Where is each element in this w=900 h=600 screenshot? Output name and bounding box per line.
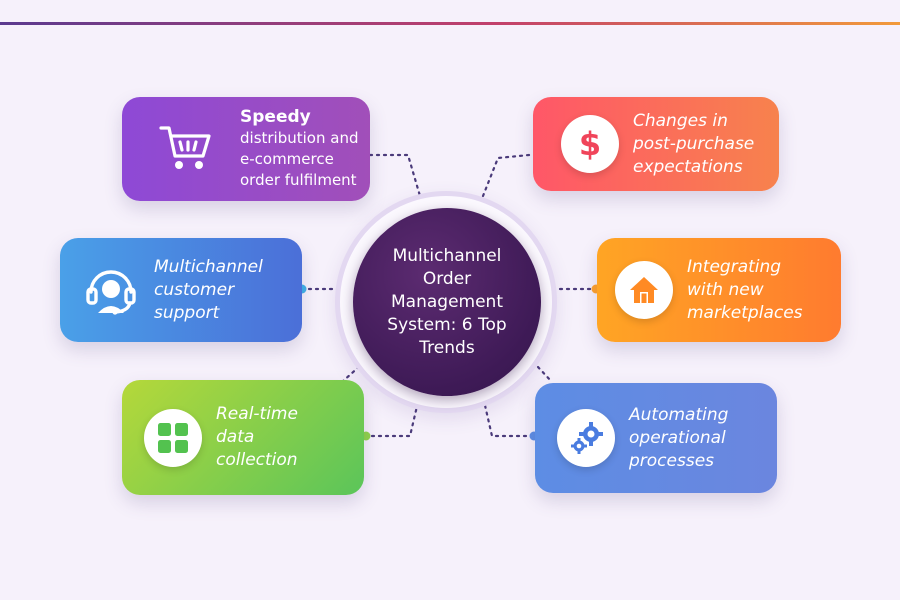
trend-label-customer-support: Multichannel customer support [154,256,263,323]
trend-card-speedy-distribution: Speedy distribution and e-commerce order… [122,97,370,201]
trend-text-speedy: distribution and e-commerce order fulfil… [240,129,359,189]
grid-tiles-icon [144,408,202,467]
dollar-icon: $ [561,115,619,173]
gears-icon [557,409,615,467]
hub-circle: Multichannel Order Management System: 6 … [353,208,541,396]
trend-card-automation: Automating operational processes [535,383,777,493]
trend-card-post-purchase: $ Changes in post-purchase expectations [533,97,779,191]
trend-card-customer-support: Multichannel customer support [60,238,302,342]
trend-lead-speedy: Speedy [240,107,311,127]
connector-top-left [368,153,422,198]
trend-label-post-purchase: Changes in post-purchase expectations [633,110,755,177]
connector-bottom-right [482,399,535,438]
connector-top-right [481,153,531,198]
hub-title: Multichannel Order Management System: 6 … [387,245,507,358]
trend-label-data-collection: Real-time data collection [216,404,298,470]
house-icon [615,261,673,319]
connector-bottom-left [363,400,420,438]
trend-label-speedy-distribution: Speedy distribution and e-commerce order… [240,107,365,191]
shopping-cart-icon [150,120,222,178]
trend-label-marketplaces: Integrating with new marketplaces [687,256,803,323]
trend-card-data-collection: Real-time data collection [122,380,364,495]
top-gradient-bar [0,22,900,25]
headset-agent-icon [82,261,140,319]
connector-stub-br [536,365,554,384]
trend-label-automation: Automating operational processes [629,404,729,471]
trend-card-marketplaces: Integrating with new marketplaces [597,238,841,342]
